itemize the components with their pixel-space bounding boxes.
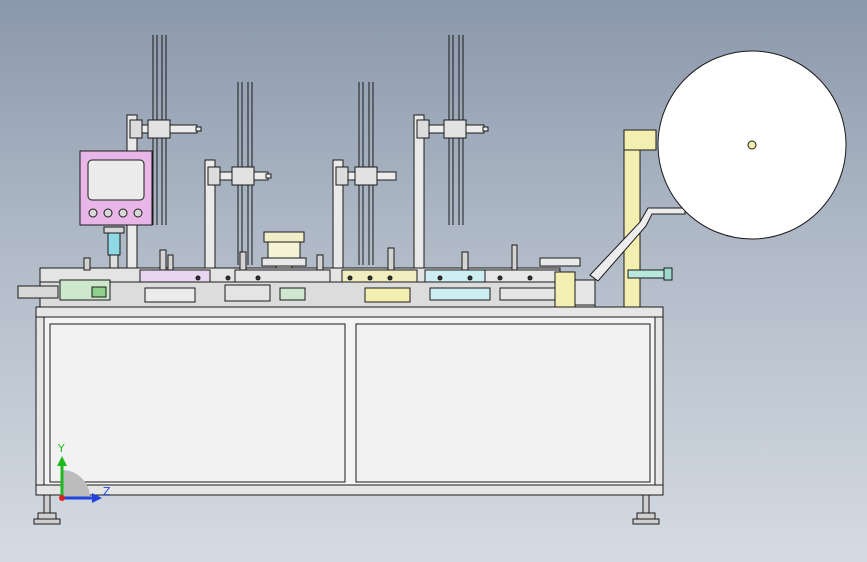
front-panel-right [355,323,651,483]
material-roll [657,50,847,240]
conveyor-deck [17,267,596,308]
axis-label-y: Y [58,442,65,455]
leveling-feet [33,494,660,525]
roll-bracket [623,129,657,308]
guide-arm [589,207,686,282]
coordinate-triad [57,456,102,503]
frame-top-rail [35,306,664,318]
frame-left-post [35,316,45,494]
front-panel-left [49,323,346,483]
frame-right-post [654,316,664,494]
axis-label-z: Z [103,485,111,498]
roll-handle [627,267,673,281]
frame-bottom-rail [35,484,664,496]
deck-fittings [83,244,581,281]
spool-shafts [129,119,489,186]
hmi-control-box [79,150,153,296]
machine-frame [35,306,664,496]
